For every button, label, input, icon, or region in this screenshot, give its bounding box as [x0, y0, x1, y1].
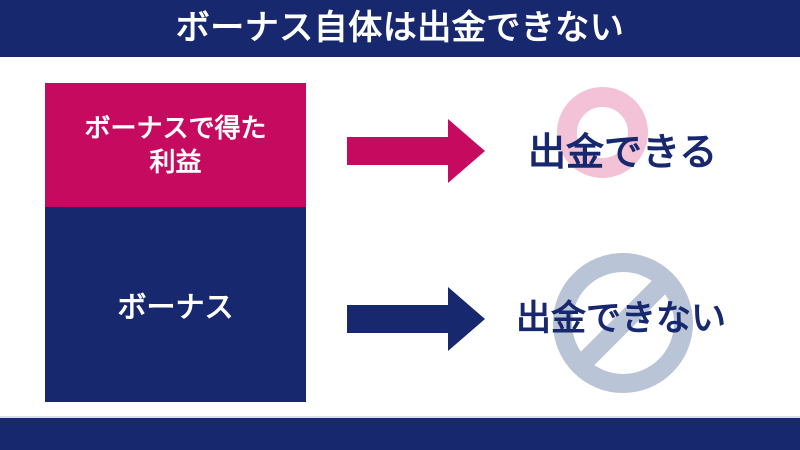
bonus-segment: ボーナス: [45, 207, 306, 402]
arrow-right-icon: [347, 119, 485, 183]
result-withdrawable: 出金できる: [528, 132, 718, 174]
page-title: ボーナス自体は出金できない: [175, 9, 625, 47]
footer-bar: [0, 416, 800, 450]
prohibition-icon: [553, 253, 693, 393]
bonus-segment-label: ボーナス: [117, 291, 234, 324]
bonus-balance-stack: ボーナスで得た 利益 ボーナス: [45, 83, 306, 402]
arrow-right-icon: [347, 287, 485, 351]
profit-segment-label: ボーナスで得た 利益: [84, 113, 267, 177]
profit-segment: ボーナスで得た 利益: [45, 83, 306, 207]
header-bar: ボーナス自体は出金できない: [0, 0, 800, 57]
result-not-withdrawable: 出金できない: [516, 299, 727, 338]
